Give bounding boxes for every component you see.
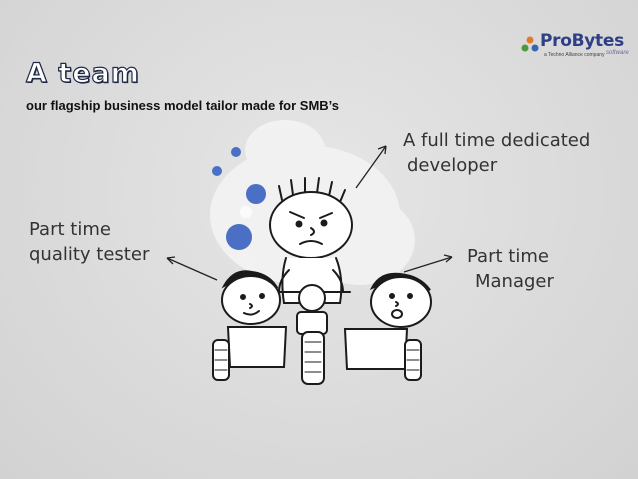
manager-label-line-2: Manager [475, 271, 554, 292]
logo-icon [521, 36, 539, 52]
manager-figure [343, 272, 432, 381]
manager-label-line-1: Part time [467, 246, 549, 267]
arrow-to-tester [166, 256, 218, 281]
slide-title: A team [25, 57, 140, 89]
tester-label-line-1: Part time [29, 219, 111, 240]
tester-label-line-2: quality tester [29, 244, 150, 265]
developer-label-line-2: developer [407, 155, 498, 176]
thought-bubbles [212, 147, 266, 250]
logo-tagline: software [606, 50, 629, 56]
developer-label-line-1: A full time dedicated [403, 130, 591, 151]
tester-label: Part time quality tester [29, 217, 149, 267]
tester-figure [212, 270, 288, 381]
manager-label: Part time Manager [467, 244, 554, 294]
arrow-to-developer [355, 145, 387, 189]
probytes-logo: ProBytes software a Techno Alliance comp… [520, 31, 630, 61]
slide-subtitle: our flagship business model tailor made … [26, 98, 340, 113]
arrow-to-manager [403, 254, 453, 273]
developer-label: A full time dedicated developer [403, 128, 590, 178]
logo-parent: a Techno Alliance company [544, 52, 605, 58]
logo-name: ProBytes [540, 31, 624, 51]
developer-figure [269, 177, 353, 385]
